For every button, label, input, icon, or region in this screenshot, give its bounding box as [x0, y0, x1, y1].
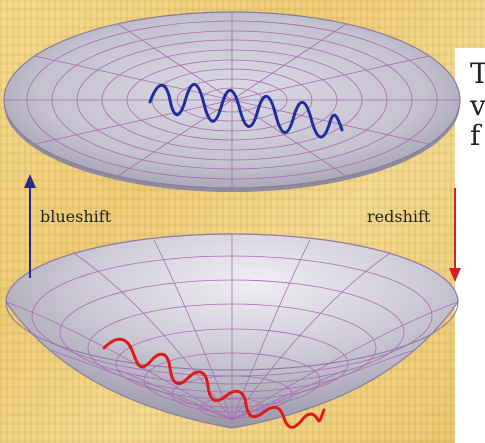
redshift-arrow: [449, 188, 461, 282]
slide-text-panel: [455, 48, 485, 443]
curved-surface: [5, 233, 459, 429]
flat-surface-grid: [4, 12, 460, 188]
blueshift-arrow: [24, 174, 36, 278]
redshift-label: redshift: [367, 207, 431, 226]
cropped-letter-3: f: [470, 119, 481, 152]
cropped-letter-1: T: [470, 57, 485, 90]
blueshift-label: blueshift: [40, 207, 112, 226]
blue-wave: [148, 83, 344, 139]
red-wave: [102, 337, 326, 429]
flat-surface: [3, 11, 461, 192]
cropped-letter-2: v: [470, 89, 485, 122]
